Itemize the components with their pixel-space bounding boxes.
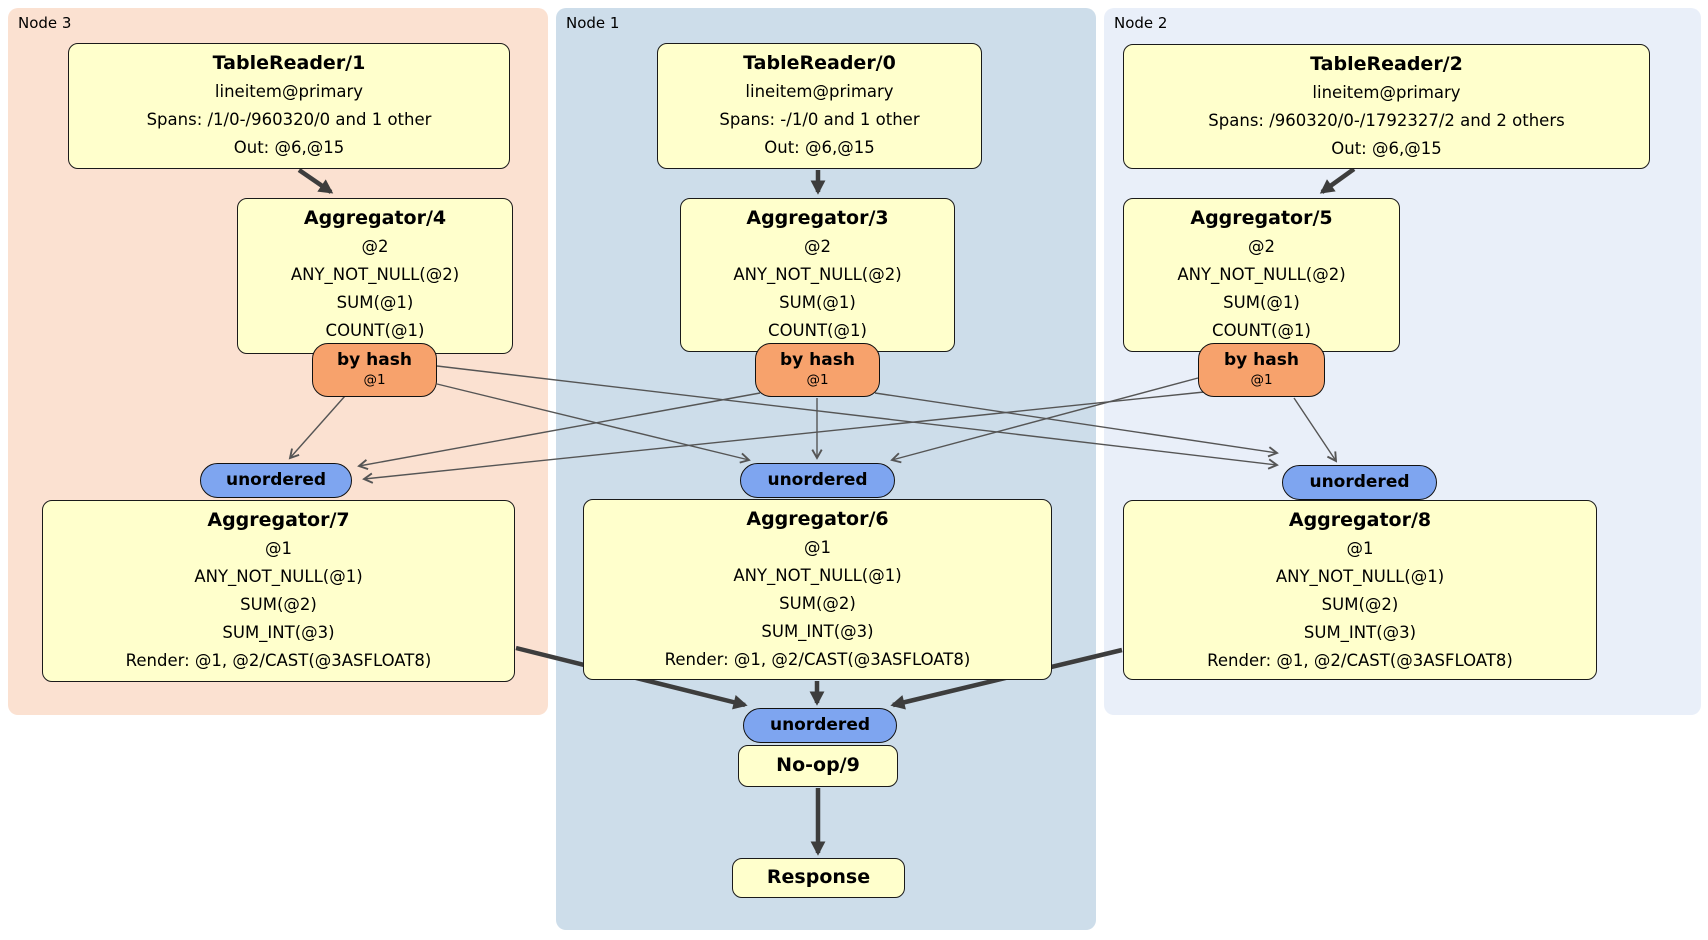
processor-title: Aggregator/3: [746, 207, 889, 229]
sync-label: unordered: [1309, 472, 1410, 492]
processor-line: Render: @1, @2/CAST(@3ASFLOAT8): [125, 651, 432, 670]
router-key: @1: [1250, 372, 1273, 388]
processor-line: @1: [804, 538, 831, 557]
processor-title: Response: [766, 866, 871, 888]
processor-line: SUM(@1): [779, 293, 856, 312]
processor-line: ANY_NOT_NULL(@1): [733, 566, 902, 585]
processor-title: Aggregator/4: [303, 207, 447, 229]
processor-line: lineitem@primary: [214, 82, 364, 101]
processor-line: Render: @1, @2/CAST(@3ASFLOAT8): [664, 650, 971, 669]
processor-title: Aggregator/6: [746, 508, 889, 530]
sync-label: unordered: [767, 470, 868, 490]
processor-line: SUM_INT(@3): [761, 622, 874, 641]
processor-line: SUM_INT(@3): [1303, 623, 1417, 642]
processor-line: Spans: -/1/0 and 1 other: [719, 110, 920, 129]
processor-line: ANY_NOT_NULL(@2): [290, 265, 460, 284]
processor-line: SUM(@2): [240, 595, 317, 614]
processor-title: No-op/9: [776, 754, 860, 776]
processor-aggregator-7: Aggregator/7 @1 ANY_NOT_NULL(@1) SUM(@2)…: [42, 500, 515, 682]
sync-label: unordered: [225, 470, 327, 490]
router-by-hash-4: by hash @1: [312, 343, 437, 397]
router-key: @1: [363, 372, 386, 388]
processor-line: ANY_NOT_NULL(@2): [733, 265, 902, 284]
processor-line: @2: [361, 237, 389, 256]
processor-aggregator-3: Aggregator/3 @2 ANY_NOT_NULL(@2) SUM(@1)…: [680, 198, 955, 352]
processor-title: Aggregator/7: [207, 509, 350, 531]
processor-line: lineitem@primary: [1312, 83, 1461, 102]
processor-line: COUNT(@1): [768, 321, 867, 340]
processor-line: @2: [804, 237, 831, 256]
processor-line: Out: @6,@15: [233, 138, 345, 157]
processor-line: Out: @6,@15: [764, 138, 875, 157]
processor-line: SUM(@2): [1321, 595, 1399, 614]
processor-line: @1: [1346, 539, 1374, 558]
processor-line: SUM(@1): [336, 293, 414, 312]
processor-line: lineitem@primary: [745, 82, 894, 101]
processor-response: Response: [732, 858, 905, 898]
processor-title: Aggregator/5: [1190, 207, 1333, 229]
region-node-3-label: Node 3: [18, 14, 72, 32]
processor-aggregator-4: Aggregator/4 @2 ANY_NOT_NULL(@2) SUM(@1)…: [237, 198, 513, 354]
sync-label: unordered: [769, 715, 871, 735]
processor-aggregator-6: Aggregator/6 @1 ANY_NOT_NULL(@1) SUM(@2)…: [583, 499, 1052, 680]
router-label: by hash: [780, 350, 855, 370]
processor-line: COUNT(@1): [1212, 321, 1311, 340]
processor-line: SUM_INT(@3): [222, 623, 335, 642]
router-label: by hash: [1224, 350, 1299, 370]
region-node-2-label: Node 2: [1114, 14, 1168, 32]
processor-line: ANY_NOT_NULL(@1): [1275, 567, 1445, 586]
processor-line: ANY_NOT_NULL(@2): [1177, 265, 1346, 284]
processor-line: COUNT(@1): [325, 321, 425, 340]
sync-unordered-final: unordered: [743, 708, 897, 743]
sync-unordered-mid: unordered: [740, 463, 895, 498]
processor-noop-9: No-op/9: [738, 745, 898, 787]
processor-title: TableReader/2: [1310, 53, 1463, 75]
processor-line: Spans: /960320/0-/1792327/2 and 2 others: [1208, 111, 1565, 130]
processor-line: ANY_NOT_NULL(@1): [194, 567, 363, 586]
router-by-hash-3: by hash @1: [755, 343, 880, 397]
processor-aggregator-8: Aggregator/8 @1 ANY_NOT_NULL(@1) SUM(@2)…: [1123, 500, 1597, 680]
processor-tablereader-2: TableReader/2 lineitem@primary Spans: /9…: [1123, 44, 1650, 169]
processor-line: @1: [265, 539, 292, 558]
processor-tablereader-0: TableReader/0 lineitem@primary Spans: -/…: [657, 43, 982, 169]
processor-line: @2: [1248, 237, 1275, 256]
processor-title: TableReader/1: [212, 52, 366, 74]
processor-tablereader-1: TableReader/1 lineitem@primary Spans: /1…: [68, 43, 510, 169]
router-by-hash-5: by hash @1: [1198, 343, 1325, 397]
processor-line: Render: @1, @2/CAST(@3ASFLOAT8): [1207, 651, 1513, 670]
processor-line: SUM(@2): [779, 594, 856, 613]
sync-unordered-right: unordered: [1282, 465, 1437, 500]
router-label: by hash: [337, 350, 412, 370]
processor-line: Spans: /1/0-/960320/0 and 1 other: [146, 110, 432, 129]
region-node-1-label: Node 1: [566, 14, 620, 32]
router-key: @1: [806, 372, 829, 388]
processor-line: SUM(@1): [1223, 293, 1300, 312]
processor-line: Out: @6,@15: [1331, 139, 1442, 158]
processor-title: TableReader/0: [743, 52, 896, 74]
sync-unordered-left: unordered: [200, 463, 352, 498]
processor-aggregator-5: Aggregator/5 @2 ANY_NOT_NULL(@2) SUM(@1)…: [1123, 198, 1400, 352]
processor-title: Aggregator/8: [1288, 509, 1432, 531]
